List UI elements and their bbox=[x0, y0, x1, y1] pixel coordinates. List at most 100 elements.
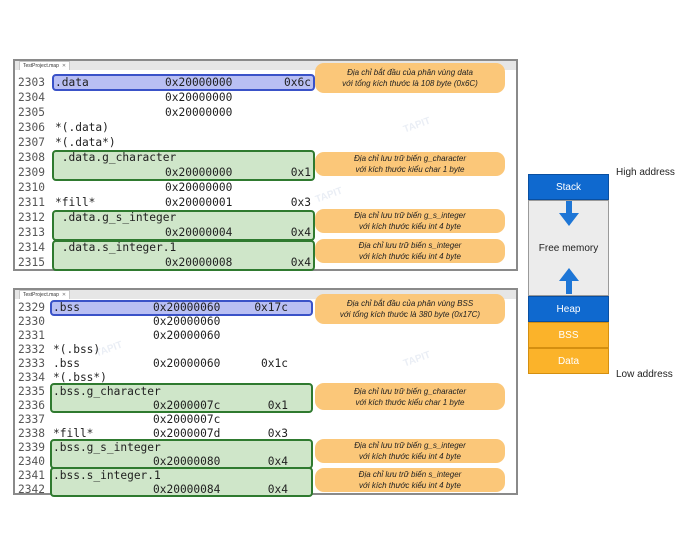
code-line: 2330 0x20000060 bbox=[15, 314, 516, 329]
line-number: 2308 bbox=[18, 151, 45, 164]
code-line: 2335.bss.g_character bbox=[15, 384, 516, 399]
address-text: 0x20000008 bbox=[165, 256, 233, 269]
address-text: 0x2000007d bbox=[153, 427, 221, 440]
symbol-text: *fill* bbox=[53, 427, 94, 440]
code-line: 2312 .data.g_s_integer bbox=[15, 210, 516, 225]
note-line-2: với kích thước kiểu int 4 byte bbox=[359, 222, 461, 231]
address-text: 0x20000004 bbox=[165, 226, 233, 239]
note-line-2: với tổng kích thước là 380 byte (0x17C) bbox=[339, 310, 481, 319]
line-number: 2341 bbox=[18, 469, 45, 482]
editor-tab[interactable]: TestProject.map✕ bbox=[19, 61, 71, 71]
line-number: 2309 bbox=[18, 166, 45, 179]
code-line: 2306 *(.data) bbox=[15, 120, 516, 135]
stack-segment: Stack bbox=[528, 174, 609, 200]
symbol-text: .bss.s_integer.1 bbox=[53, 469, 161, 482]
address-text: 0x20000084 bbox=[153, 483, 221, 496]
address-text: 0x20000000 bbox=[165, 166, 233, 179]
address-text: 0x20000000 bbox=[165, 106, 233, 119]
code-line: 2305 0x20000000 bbox=[15, 105, 516, 120]
note-line-1: Địa chỉ lưu trữ biến g_character bbox=[354, 386, 466, 396]
line-number: 2305 bbox=[18, 106, 45, 119]
symbol-text: *fill* bbox=[55, 196, 96, 209]
data-section-highlight bbox=[52, 74, 315, 91]
symbol-text: .data.g_s_integer bbox=[55, 211, 177, 224]
note-line-2: với kích thước kiểu char 1 byte bbox=[355, 397, 465, 407]
code-line: 2332*(.bss) bbox=[15, 342, 516, 357]
note-s-integer: Địa chỉ lưu trữ biến s_integer với kích … bbox=[315, 239, 505, 263]
bss-label: BSS bbox=[558, 329, 579, 341]
line-number: 2307 bbox=[18, 136, 45, 149]
size-text: 0x17c bbox=[254, 301, 288, 314]
note-data-start: Địa chỉ bắt đầu của phân vùng data với t… bbox=[315, 63, 505, 93]
editor-tab[interactable]: TestProject.map✕ bbox=[19, 290, 71, 300]
address-text: 0x20000000 bbox=[165, 181, 233, 194]
address-text: 0x20000001 bbox=[165, 196, 233, 209]
line-number: 2335 bbox=[18, 385, 45, 398]
line-number: 2336 bbox=[18, 399, 45, 412]
note-bss-start: Địa chỉ bắt đầu của phân vùng BSS với tổ… bbox=[315, 294, 505, 324]
close-icon[interactable]: ✕ bbox=[61, 63, 67, 69]
high-address-label: High address bbox=[616, 167, 675, 178]
free-memory-label: Free memory bbox=[538, 242, 599, 254]
address-text: 0x20000060 bbox=[153, 357, 221, 370]
s-integer-highlight bbox=[52, 240, 315, 271]
code-line: 2334*(.bss*) bbox=[15, 370, 516, 385]
symbol-text: .data.g_character bbox=[55, 151, 177, 164]
g-s-integer-highlight bbox=[52, 210, 315, 241]
line-number: 2332 bbox=[18, 343, 45, 356]
line-number: 2330 bbox=[18, 315, 45, 328]
s-integer-highlight bbox=[50, 467, 313, 497]
size-text: 0x4 bbox=[267, 483, 288, 496]
size-text: 0x4 bbox=[290, 256, 311, 269]
g-character-highlight bbox=[52, 150, 315, 181]
heap-segment: Heap bbox=[528, 296, 609, 322]
line-number: 2329 bbox=[18, 301, 45, 314]
line-number: 2311 bbox=[18, 196, 45, 209]
note-line-2: với kích thước kiểu char 1 byte bbox=[355, 165, 465, 174]
symbol-text: .bss.g_s_integer bbox=[53, 441, 161, 454]
tab-label: TestProject.map bbox=[23, 63, 59, 69]
line-number: 2306 bbox=[18, 121, 45, 134]
address-text: 0x20000060 bbox=[153, 329, 221, 342]
symbol-text: .data bbox=[55, 76, 89, 89]
code-line: 2341 .bss.s_integer.1 bbox=[15, 468, 516, 483]
line-number: 2303 bbox=[18, 76, 45, 89]
code-line: 2339.bss.g_s_integer bbox=[15, 440, 516, 455]
code-line: 2314 .data.s_integer.1 bbox=[15, 240, 516, 255]
note-line-1: Địa chỉ lưu trữ biến s_integer bbox=[358, 241, 462, 250]
address-text: 0x20000000 bbox=[165, 76, 233, 89]
address-text: 0x20000060 bbox=[153, 315, 221, 328]
size-text: 0x4 bbox=[290, 226, 311, 239]
size-text: 0x1c bbox=[261, 357, 288, 370]
close-icon[interactable]: ✕ bbox=[61, 292, 67, 298]
code-line: 2307*(.data*) bbox=[15, 135, 516, 150]
note-g-s-integer: Địa chỉ lưu trữ biến g_s_integer với kíc… bbox=[315, 439, 505, 463]
address-text: 0x20000000 bbox=[165, 91, 233, 104]
line-number: 2304 bbox=[18, 91, 45, 104]
line-number: 2338 bbox=[18, 427, 45, 440]
note-line-2: với kích thước kiểu int 4 byte bbox=[359, 252, 461, 261]
code-line: 2310 0x20000000 bbox=[15, 180, 516, 195]
note-line-1: Địa chỉ lưu trữ biến g_character bbox=[354, 154, 466, 163]
symbol-text: *(.data) bbox=[55, 121, 109, 134]
note-g-character: Địa chỉ lưu trữ biến g_character với kíc… bbox=[315, 152, 505, 176]
line-number: 2333 bbox=[18, 357, 45, 370]
note-g-character: Địa chỉ lưu trữ biến g_character với kíc… bbox=[315, 383, 505, 410]
low-address-label: Low address bbox=[616, 369, 673, 380]
note-line-1: Địa chỉ lưu trữ biến g_s_integer bbox=[354, 211, 466, 220]
address-text: 0x20000080 bbox=[153, 455, 221, 468]
address-text: 0x2000007c bbox=[153, 413, 221, 426]
line-number: 2310 bbox=[18, 181, 45, 194]
